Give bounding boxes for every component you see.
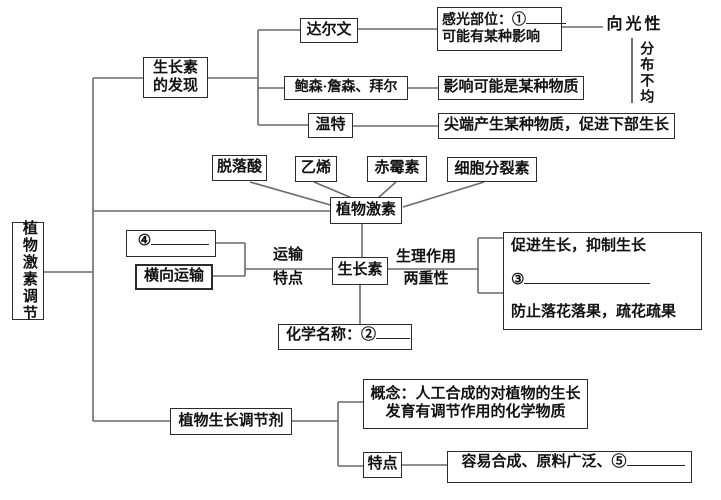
ethylene-label: 乙烯 <box>300 160 331 177</box>
discovery-label-line2: 的发现 <box>152 77 198 94</box>
effect-line3: 防止落花落果，疏花疏果 <box>511 304 677 321</box>
plant-hormone-hub-box: 植物激素 <box>330 197 402 224</box>
gibberellin-box: 赤霉素 <box>367 156 427 182</box>
cytokinin-label: 细胞分裂素 <box>454 160 530 177</box>
feature-value-row: 容易合成、原料广泛、⑤ <box>461 452 685 471</box>
feature-value-text: 容易合成、原料广泛、⑤ <box>461 453 627 470</box>
boysen-label: 鲍森·詹森、拜尔 <box>294 79 398 95</box>
blank-3-line <box>524 270 651 285</box>
chemical-name-box: 化学名称：② <box>278 324 412 350</box>
blank-4-number: ④ <box>137 232 152 249</box>
lateral-transport-box: 横向运输 <box>135 264 213 290</box>
lateral-transport-label: 横向运输 <box>143 268 204 285</box>
abscisic-acid-label: 脱落酸 <box>216 159 262 176</box>
regulator-concept-box: 概念：人工合成的对植物的生长 发育有调节作用的化学物质 <box>363 379 588 429</box>
concept-line2: 发育有调节作用的化学物质 <box>385 404 566 420</box>
blank-4-row: ④ <box>137 231 210 250</box>
blank-4-box: ④ <box>126 230 216 257</box>
phototropism-text: 向光性 <box>606 15 664 33</box>
root-box: 植物激素调节 <box>12 220 44 322</box>
chemical-name-row: 化学名称：② <box>286 325 410 344</box>
physiology-label-line1: 生理作用 <box>395 249 456 265</box>
feature-label: 特点 <box>367 456 398 473</box>
regulator-feature-box: 特点 <box>363 452 402 478</box>
blank-5-line <box>626 452 685 466</box>
substance-influence-box: 影响可能是某种物质 <box>438 76 584 100</box>
transport-label-line1: 运输 <box>272 247 303 263</box>
photoreception-text: 感光部位：① <box>442 13 526 29</box>
concept-line1: 概念：人工合成的对植物的生长 <box>370 386 581 403</box>
blank-2-line <box>376 325 410 339</box>
blank-4-line <box>151 231 210 245</box>
physiology-label-line2: 两重性 <box>403 271 449 288</box>
effect-line1: 促进生长，抑制生长 <box>511 238 647 254</box>
transport-label-line2: 特点 <box>272 271 303 288</box>
uneven-distribution-text: 分布不均 <box>638 41 654 105</box>
boysen-jensen-bayer-box: 鲍森·詹森、拜尔 <box>284 76 408 100</box>
effect-blank3-number: ③ <box>511 272 525 289</box>
root-label: 植物激素调节 <box>20 220 37 322</box>
transport-feature-label: 运输 特点 <box>266 247 310 289</box>
phototropism-label: 向光性 <box>601 14 669 36</box>
discovery-label-line1: 生长素 <box>152 59 198 76</box>
darwin-box: 达尔文 <box>300 18 358 43</box>
tip-growth-finding-text: 尖端产生某种物质，促进下部生长 <box>443 117 669 134</box>
went-label: 温特 <box>315 116 346 133</box>
auxin-label: 生长素 <box>337 262 383 279</box>
ethylene-box: 乙烯 <box>295 156 337 182</box>
blank-1-line <box>526 12 566 25</box>
dual-effects-box: 促进生长，抑制生长 ③ 防止落花落果，疏花疏果 <box>503 232 702 330</box>
discovery-box: 生长素 的发现 <box>143 57 208 98</box>
photoreception-line1: 感光部位：① <box>442 12 566 30</box>
plant-hormone-hub-label: 植物激素 <box>335 201 396 218</box>
chemical-name-text: 化学名称：② <box>285 326 376 343</box>
uneven-distribution-label: 分布不均 <box>635 39 655 107</box>
photoreception-line2: 可能有某种影响 <box>442 29 540 45</box>
effect-blank3-row: ③ <box>511 270 651 289</box>
darwin-label: 达尔文 <box>306 21 352 38</box>
substance-influence-text: 影响可能是某种物质 <box>443 79 579 96</box>
physiological-effect-label: 生理作用 两重性 <box>391 249 461 289</box>
auxin-box: 生长素 <box>332 257 388 285</box>
abscisic-acid-box: 脱落酸 <box>212 155 267 181</box>
tip-growth-finding-box: 尖端产生某种物质，促进下部生长 <box>438 113 675 139</box>
growth-regulator-box: 植物生长调节剂 <box>170 408 292 435</box>
regulator-feature-value-box: 容易合成、原料广泛、⑤ <box>447 451 692 483</box>
cytokinin-box: 细胞分裂素 <box>447 157 537 182</box>
growth-regulator-label: 植物生长调节剂 <box>178 412 284 429</box>
photoreception-finding-box: 感光部位：① 可能有某种影响 <box>437 7 566 51</box>
went-box: 温特 <box>308 113 353 138</box>
gibberellin-label: 赤霉素 <box>374 160 420 177</box>
